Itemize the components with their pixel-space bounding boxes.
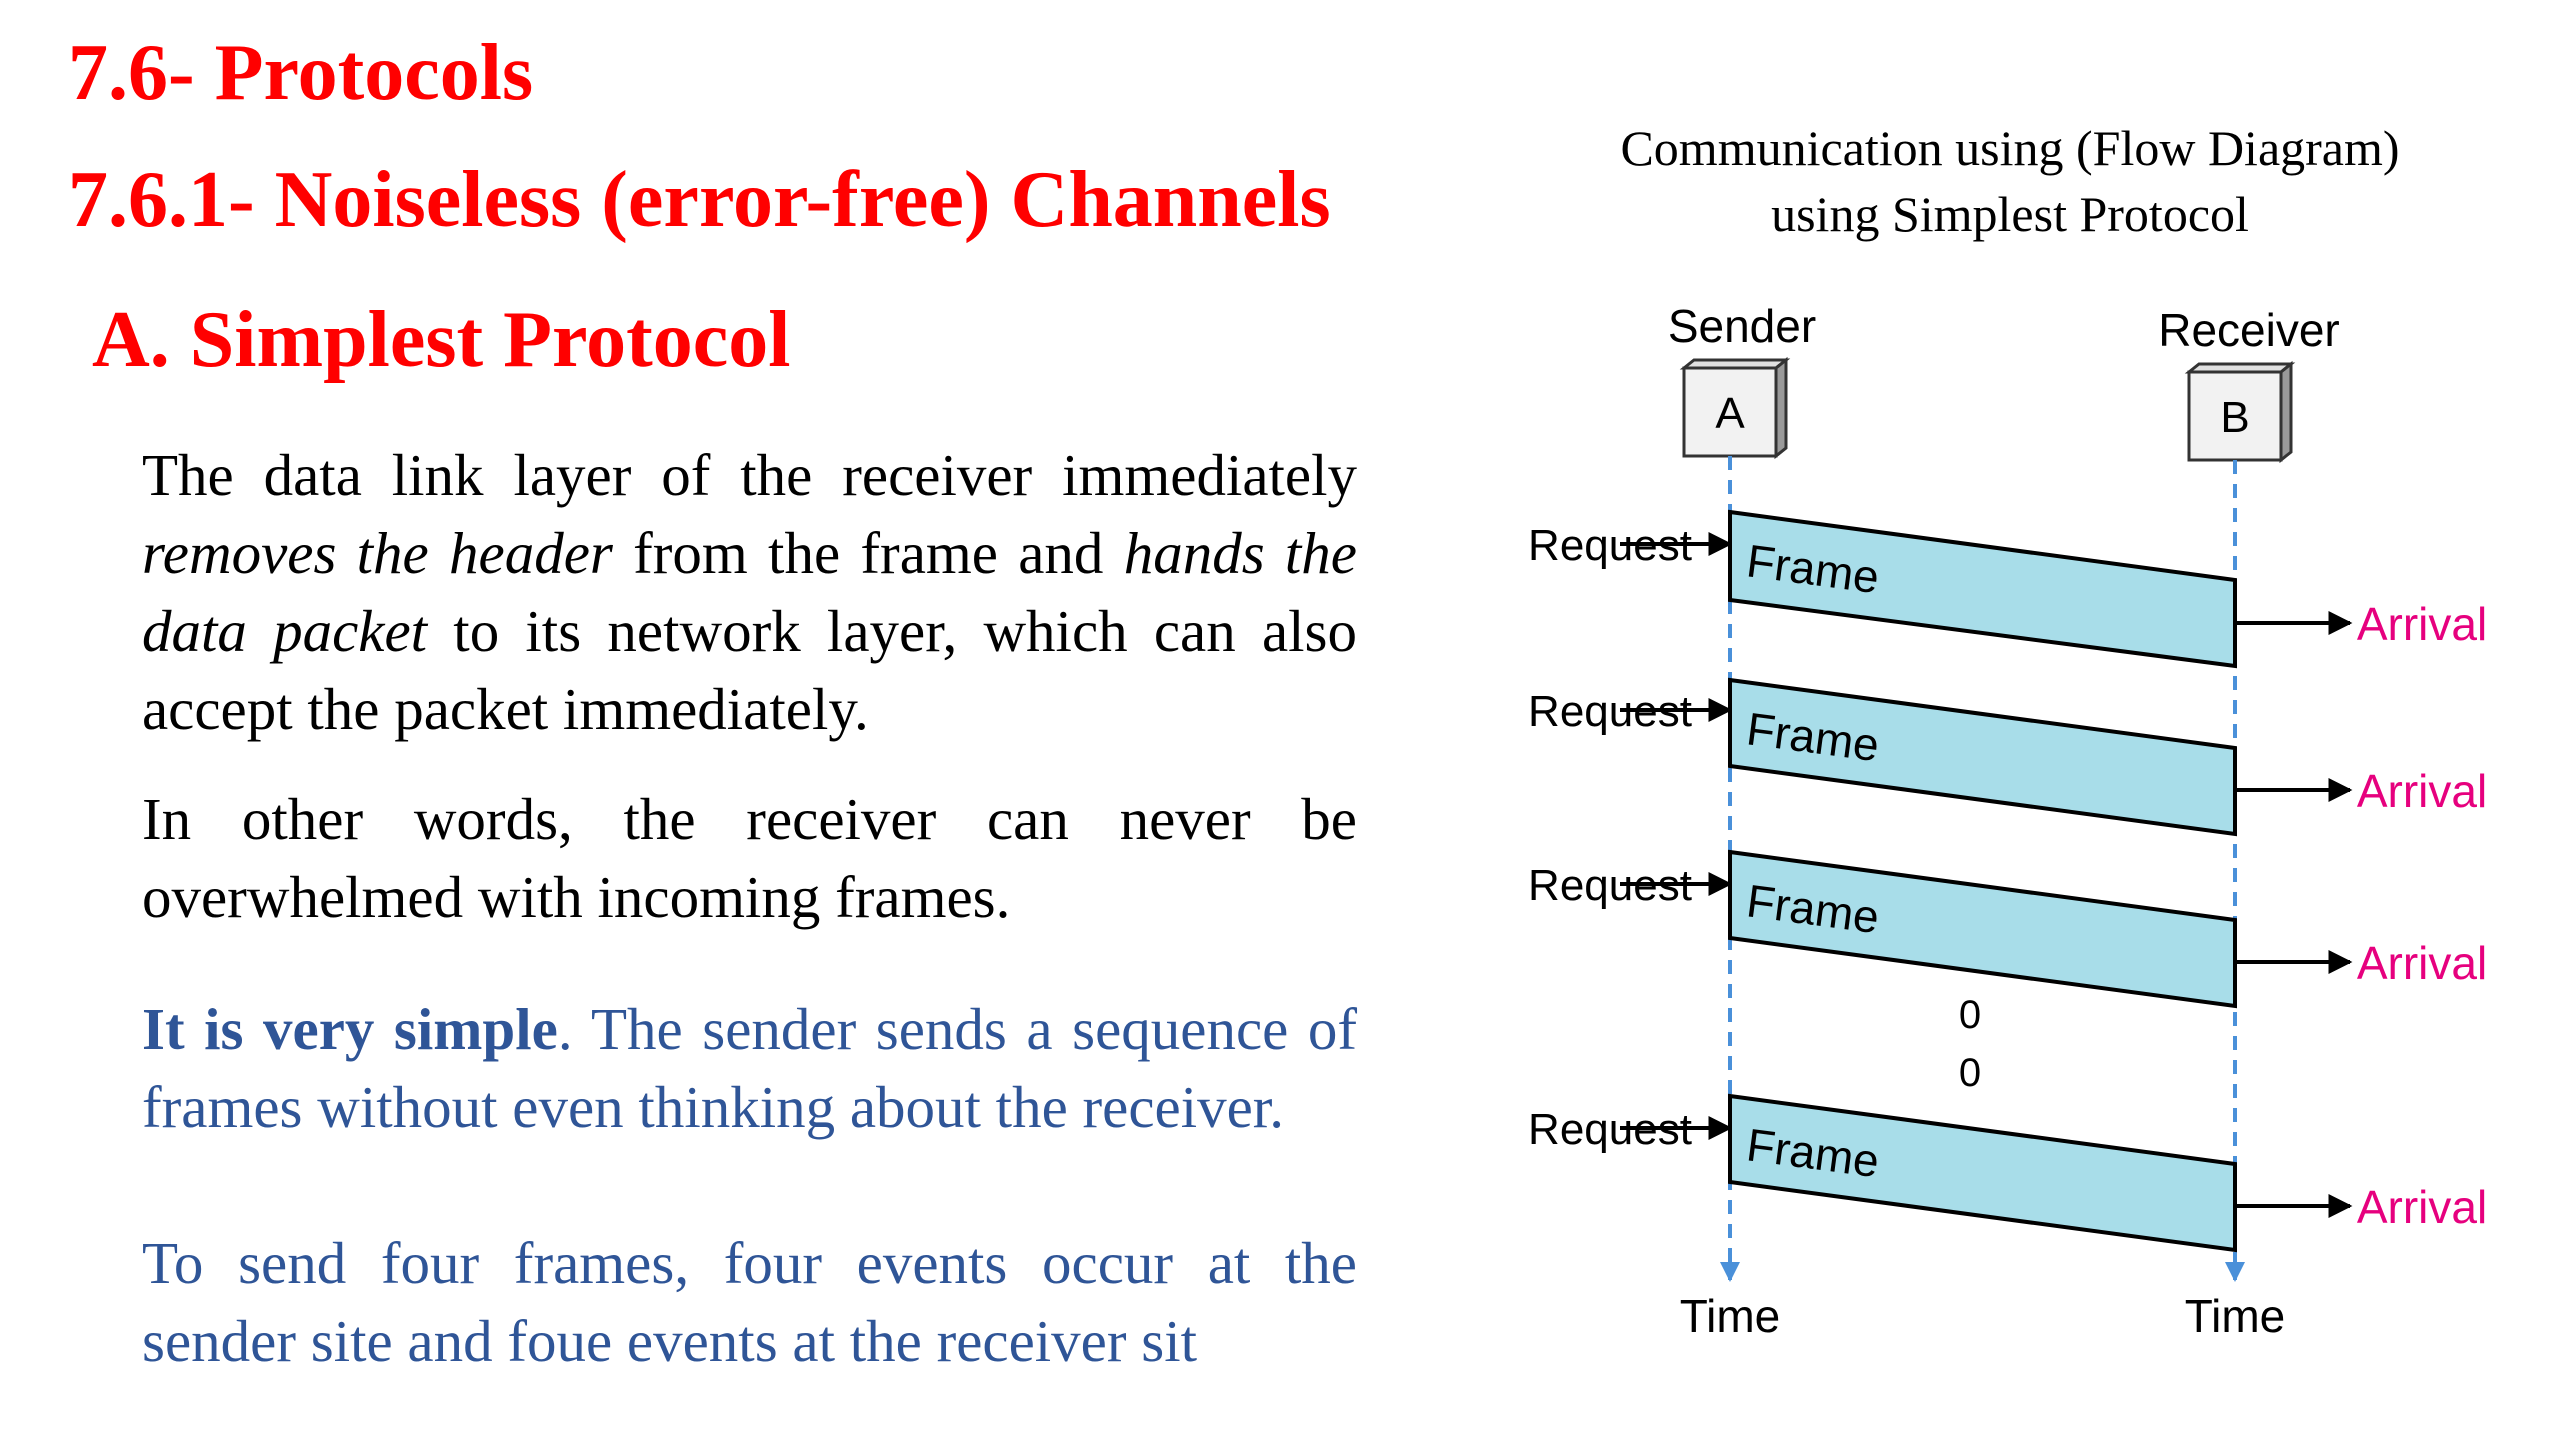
arrival-label-1: Arrival (2357, 598, 2487, 650)
paragraph1-italic-b: hands the data packet (142, 520, 1357, 664)
paragraph1-text-a: The data link layer of the receiver imme… (142, 442, 1357, 508)
paragraph1-italic-a: removes the header (142, 520, 613, 586)
receiver-label: Receiver (2158, 304, 2340, 356)
frame-shape-2 (1728, 677, 2237, 837)
heading-protocols: 7.6- Protocols (68, 29, 534, 117)
ellipsis-marker-1: 0 (1959, 993, 1981, 1037)
frame-shape-3 (1728, 849, 2237, 1009)
receiver-box-label: B (2220, 393, 2249, 442)
frame-exchange-4: Request Frame Arrival (1528, 1093, 2487, 1253)
sender-label: Sender (1668, 300, 1816, 352)
arrival-label-3: Arrival (2357, 937, 2487, 989)
paragraph-receiver-behavior: The data link layer of the receiver imme… (142, 436, 1357, 748)
paragraph1-text-c: to its network layer, which can also acc… (142, 598, 1357, 742)
diagram-title: Communication using (Flow Diagram) using… (1490, 115, 2530, 247)
flow-diagram: Sender Receiver A B Request Frame Arriva… (1528, 300, 2487, 1342)
diagram-title-line-1: Communication using (Flow Diagram) (1620, 120, 2400, 176)
ellipsis-marker-2: 0 (1959, 1051, 1981, 1095)
frame-exchange-3: Request Frame Arrival (1528, 849, 2487, 1009)
sender-box-label: A (1715, 389, 1745, 438)
arrival-label-4: Arrival (2357, 1181, 2487, 1233)
paragraph1-text-b: from the frame and (612, 520, 1124, 586)
paragraph-never-overwhelmed: In other words, the receiver can never b… (142, 786, 1357, 930)
time-label-sender: Time (1680, 1290, 1781, 1342)
frame-shape-4 (1728, 1093, 2237, 1253)
diagram-title-line-2: using Simplest Protocol (1771, 186, 2249, 242)
paragraph-very-simple: It is very simple. The sender sends a se… (142, 990, 1357, 1146)
heading-noiseless-channels: 7.6.1- Noiseless (error-free) Channels (68, 156, 1331, 244)
arrival-label-2: Arrival (2357, 765, 2487, 817)
frame-exchange-1: Request Frame Arrival (1528, 509, 2487, 669)
time-label-receiver: Time (2185, 1290, 2286, 1342)
receiver-box: B (2184, 360, 2296, 464)
heading-simplest-protocol: A. Simplest Protocol (92, 296, 791, 384)
frame-shape-1 (1728, 509, 2237, 669)
paragraph3-bold: It is very simple (142, 996, 558, 1062)
sender-box: A (1679, 356, 1791, 460)
paragraph-four-events: To send four frames, four events occur a… (142, 1230, 1357, 1374)
paragraph3-text: . The sender sends a sequence of frames … (142, 996, 1358, 1140)
frame-exchange-2: Request Frame Arrival (1528, 677, 2487, 837)
